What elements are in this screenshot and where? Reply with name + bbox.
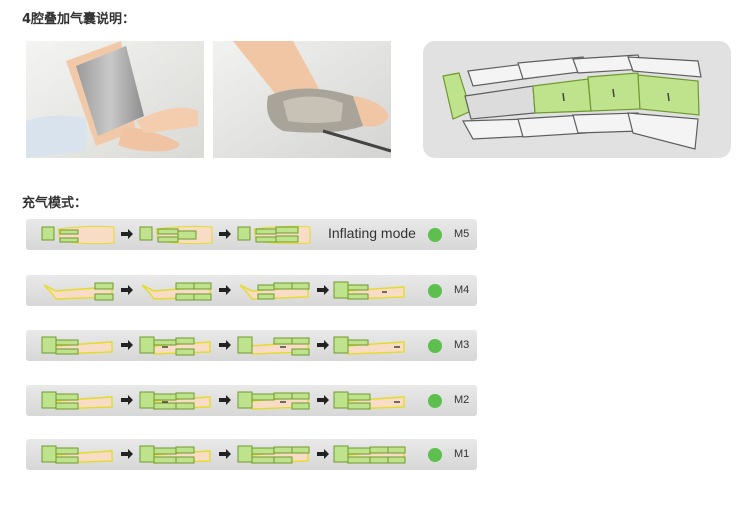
inflating-modes-heading: 充气模式： [22, 196, 88, 211]
m1-step-3 [237, 445, 310, 464]
arrow-right-icon [121, 285, 133, 295]
m2-step-3 [237, 391, 310, 410]
green-dot-icon [428, 284, 442, 298]
m2-step-1 [41, 391, 113, 410]
m2-step-4 [333, 391, 405, 410]
green-dot-icon [428, 228, 442, 242]
chamber-intro-heading: 4腔叠加气囊说明： [22, 12, 136, 27]
mode-bar-m1: M1 [26, 439, 477, 470]
arrow-right-icon [317, 449, 329, 459]
m3-step-3 [237, 336, 310, 356]
m1-step-1 [41, 445, 113, 464]
m3-step-4 [333, 336, 405, 355]
arrow-right-icon [121, 229, 133, 239]
arrow-right-icon [317, 340, 329, 350]
arrow-right-icon [317, 285, 329, 295]
m5-step-2 [139, 225, 213, 245]
arrow-right-icon [219, 395, 231, 405]
green-dot-icon [428, 339, 442, 353]
leg-sleeve-photo [26, 41, 204, 158]
green-dot-icon [428, 394, 442, 408]
m5-step-3 [237, 225, 311, 245]
arrow-right-icon [219, 340, 231, 350]
mode-bar-m3: M3 [26, 330, 477, 361]
arrow-right-icon [317, 395, 329, 405]
m2-step-2 [139, 391, 211, 410]
m1-step-4 [333, 445, 406, 464]
mode-bar-m4: M4 [26, 275, 477, 306]
mode-code-m1: M1 [454, 448, 470, 460]
green-dot-icon [428, 448, 442, 462]
mode-code-m2: M2 [454, 394, 470, 406]
mode-code-m4: M4 [454, 284, 470, 296]
m3-step-1 [41, 336, 113, 355]
arrow-right-icon [121, 340, 133, 350]
mode-caption: Inflating mode [328, 225, 416, 241]
m1-step-2 [139, 445, 211, 464]
m4-step-3 [239, 282, 310, 300]
m4-step-1 [43, 282, 114, 301]
arrow-right-icon [219, 229, 231, 239]
m3-step-2 [139, 336, 211, 356]
m5-step-1 [41, 225, 115, 245]
arrow-right-icon [121, 449, 133, 459]
m4-step-4 [333, 281, 405, 300]
arrow-right-icon [219, 285, 231, 295]
arrow-right-icon [121, 395, 133, 405]
mode-code-m5: M5 [454, 228, 470, 240]
arrow-right-icon [219, 449, 231, 459]
m4-step-2 [141, 282, 212, 301]
foot-wrap-photo [213, 41, 391, 158]
mode-bar-m5: Inflating mode M5 [26, 219, 477, 250]
four-chamber-diagram [423, 41, 731, 158]
mode-bar-m2: M2 [26, 385, 477, 416]
mode-code-m3: M3 [454, 339, 470, 351]
